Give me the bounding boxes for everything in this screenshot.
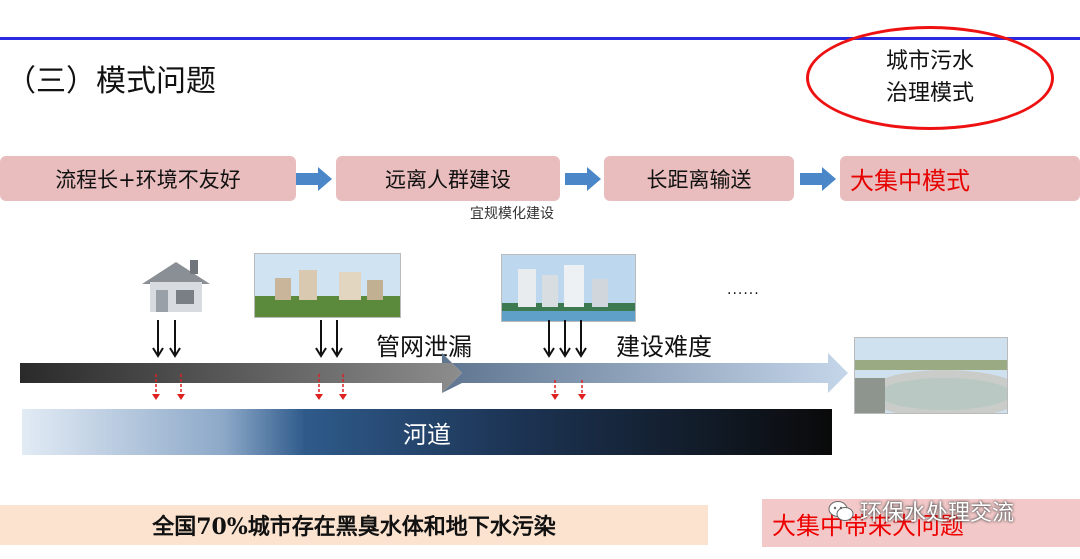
ellipse-line-2: 治理模式 xyxy=(885,81,974,106)
step-2: 远离人群建设 xyxy=(336,156,560,201)
step-3: 长距离输送 xyxy=(604,156,794,201)
down-arrow-icon xyxy=(152,320,587,358)
arrow-right-icon xyxy=(296,167,332,191)
difficulty-label: 建设难度 xyxy=(616,333,712,361)
pipe-leak-label: 管网泄漏 xyxy=(376,333,472,361)
bottom-left-box: 全国70%城市存在黑臭水体和地下水污染 xyxy=(0,505,708,545)
river-label: 河道 xyxy=(403,420,451,449)
bottom-right-box: 大集中带来大问题 xyxy=(762,499,1080,547)
ellipsis-text: ...... xyxy=(727,282,760,298)
watermark: 环保水处理交流 xyxy=(828,496,1014,526)
watermark-text: 环保水处理交流 xyxy=(860,501,1015,526)
mode-ellipse: 城市污水 治理模式 xyxy=(806,26,1054,130)
wechat-icon xyxy=(828,501,854,521)
treatment-plant-photo xyxy=(854,337,1008,414)
arrow-right-icon xyxy=(565,167,601,191)
buildings-photo-2 xyxy=(501,254,636,322)
header-line xyxy=(0,37,1080,40)
buildings-photo-1 xyxy=(254,253,401,318)
sub-note: 宜规模化建设 xyxy=(470,206,554,222)
leak-arrows xyxy=(152,374,586,400)
arrow-right-icon xyxy=(800,167,836,191)
river-bar: 河道 xyxy=(22,409,832,455)
house-icon xyxy=(142,260,210,312)
step-1: 流程长+环境不友好 xyxy=(0,156,296,201)
page-title: （三）模式问题 xyxy=(6,64,216,99)
ellipse-line-1: 城市污水 xyxy=(885,49,974,74)
pipeline-bar xyxy=(20,353,848,393)
step-4-highlight: 大集中模式 xyxy=(840,156,1080,201)
